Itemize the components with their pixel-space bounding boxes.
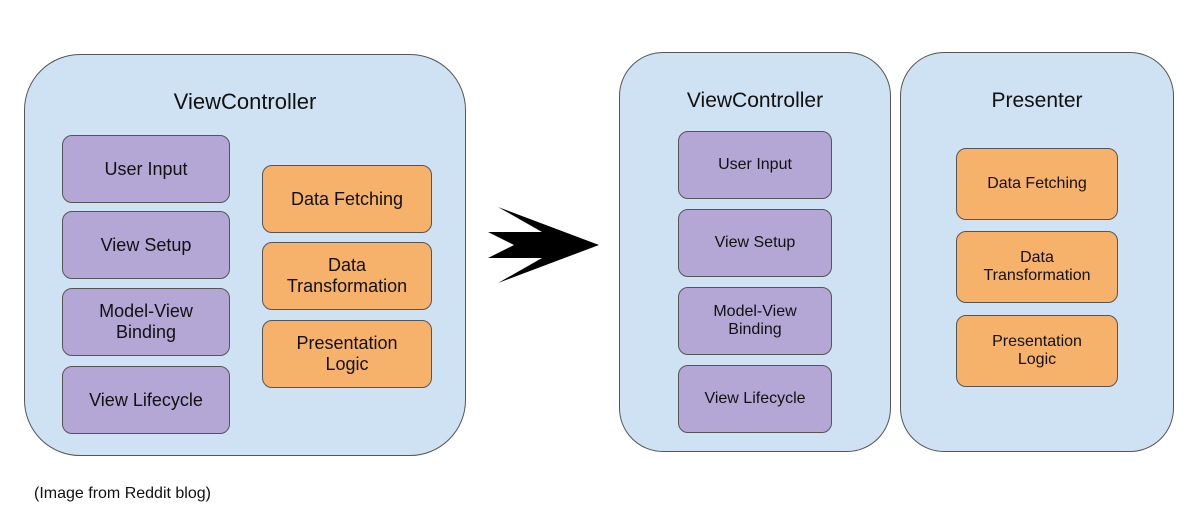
- right-view-box-model-view-binding: Model-View Binding: [678, 287, 832, 355]
- presenter-box-presentation-logic: Presentation Logic: [956, 315, 1118, 387]
- left-presenter-box-data-fetching: Data Fetching: [262, 165, 432, 233]
- right-view-box-user-input: User Input: [678, 131, 832, 199]
- right-viewcontroller-container: ViewController User Input View Setup Mod…: [619, 52, 891, 452]
- left-view-box-user-input: User Input: [62, 135, 230, 203]
- right-viewcontroller-title: ViewController: [686, 89, 824, 112]
- presenter-box-data-transformation: Data Transformation: [956, 231, 1118, 303]
- left-view-box-model-view-binding: Model-View Binding: [62, 288, 230, 356]
- right-view-box-view-lifecycle: View Lifecycle: [678, 365, 832, 433]
- right-view-box-view-setup: View Setup: [678, 209, 832, 277]
- left-view-box-view-lifecycle: View Lifecycle: [62, 366, 230, 434]
- presenter-container: Presenter Data Fetching Data Transformat…: [900, 52, 1174, 452]
- left-viewcontroller-title: ViewController: [173, 89, 317, 114]
- presenter-title: Presenter: [991, 89, 1083, 112]
- right-arrow-icon: [488, 207, 599, 283]
- image-caption: (Image from Reddit blog): [34, 485, 211, 502]
- left-presenter-box-data-transformation: Data Transformation: [262, 242, 432, 310]
- left-presenter-box-presentation-logic: Presentation Logic: [262, 320, 432, 388]
- left-view-box-view-setup: View Setup: [62, 211, 230, 279]
- left-viewcontroller-container: ViewController User Input View Setup Mod…: [24, 54, 466, 456]
- presenter-box-data-fetching: Data Fetching: [956, 148, 1118, 220]
